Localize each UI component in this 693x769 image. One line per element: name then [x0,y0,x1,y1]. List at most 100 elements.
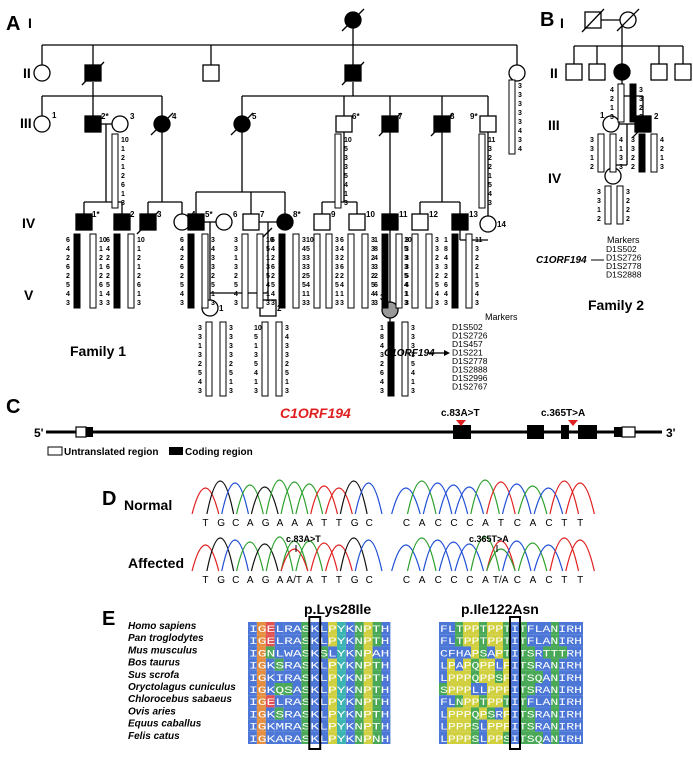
aa-cell-e1-7-6 [301,707,311,720]
allele-iii6-5: 4 [344,182,348,189]
legend-utr-swatch [47,446,63,456]
allele-v1-1: 3 [198,334,202,341]
aa-cell-e1-4-8 [319,670,329,683]
allele-iv5b-6: 1 [211,291,215,298]
allele-iv5-0: 6 [180,237,184,244]
aa-cell-e1-7-11 [345,707,355,720]
allele-iv10-0: 6 [340,237,344,244]
aa-cell-e1-6-4 [283,695,293,708]
allele-iv10-6: 1 [340,291,344,298]
peak-n2-0-0 [391,487,421,515]
allele-iv7b-7: 3 [266,300,270,307]
marker-b-0: D1S502 [606,244,637,254]
peak-n1-5-0 [265,479,294,515]
aa-cell-e1-0-0 [248,622,257,635]
aa-cell-e1-7-8 [319,707,329,720]
aa-cell-e1-7-14 [372,707,382,720]
peak-n2-4-0 [454,486,485,515]
allele-ii5-3: 3 [518,110,522,117]
aa-cell-e1-0-1 [256,622,266,635]
allele-iv9-0: 10 [306,237,314,244]
allele-iv10-2: 2 [340,255,344,262]
normal-label: Normal [124,497,172,513]
allele-iv13-7: 3 [444,300,448,307]
allele-iii2b-2: 1 [660,155,664,162]
aa-cell-e2-5-15 [559,683,567,696]
haplotype-bar-iv11 [381,233,389,309]
species-1: Pan troglodytes [128,633,204,644]
aa-cell-e1-4-3 [274,670,284,683]
allele-iv1b-2: 2 [99,255,103,262]
allele-iv13-6: 4 [444,291,448,298]
base-a2-6: T/A [493,575,509,586]
aa-cell-e1-2-14 [372,646,382,659]
aa-cell-e2-0-10 [519,622,527,635]
aa-cell-e2-9-1 [447,731,455,744]
gene-name-c: C1ORF194 [280,405,351,421]
haplotype-bar-iv10 [347,233,355,309]
allele-iii9-6: 4 [488,191,492,198]
aa-cell-e1-9-10 [337,731,346,744]
haplotype-bar-v2b [275,321,283,397]
allele-iv2-7: 3 [106,300,110,307]
allele-iv5-7: 3 [180,300,184,307]
allele-v2b-3: 3 [285,352,289,359]
aa-cell-e2-1-2 [455,634,463,647]
allele-iv8-5: 5 [271,282,275,289]
aa-cell-e1-9-0 [248,731,257,744]
aa-cell-e2-0-12 [535,622,543,635]
aa-cell-e1-6-8 [319,695,329,708]
marker-a-2: D1S457 [452,339,483,349]
aa-cell-e2-4-10 [519,670,527,683]
base-n1-7: A [306,518,313,529]
aa-cell-e1-9-7 [310,731,320,744]
allele-v1-2: 1 [198,343,202,350]
allele-v1b-6: 1 [229,379,233,386]
allele-iv8-3: 6 [271,264,275,271]
allele-iii2b-3: 3 [660,164,664,171]
aa-cell-e2-9-15 [559,731,567,744]
aa-cell-e2-6-3 [463,695,471,708]
alignment-2: FLTPPTPPTITFLANIRHFLTPPTPPTITFLANIRHCFHA… [439,616,583,750]
allele-iii9-0: 11 [488,137,496,144]
aa-cell-e1-9-11 [345,731,355,744]
id-iv6: 6 [233,210,238,219]
aa-cell-e2-4-1 [447,670,455,683]
aa-cell-e2-2-15 [559,646,567,659]
panel-b-family2-pedigree: B I II III IV [536,8,692,313]
haplotype-bar-iv11b [395,233,403,309]
aa-cell-e2-2-4 [471,646,479,659]
gen-label-i: I [28,15,32,31]
haplotype-bar-v1 [205,321,213,397]
aa-cell-e1-7-7 [310,707,320,720]
allele-iii2b-0: 4 [660,137,664,144]
allele-iv7-0: 3 [234,237,238,244]
allele-ii5-6: 3 [518,137,522,144]
aa-cell-e2-8-0 [439,719,447,732]
allele-iv10b-3: 3 [371,264,375,271]
marker-a-7: D1S2767 [452,382,488,392]
marker-list-a: D1S502D1S2726D1S457D1S221D1S2778D1S2888D… [452,322,488,392]
species-3: Bos taurus [128,658,181,669]
peak-a2-0-0 [391,544,421,572]
highlight-box-e2 [509,616,521,750]
aa-cell-e1-4-12 [354,670,364,683]
allele-iv7b-5: 4 [266,282,270,289]
id-iii6: 6* [352,112,360,121]
allele-iv9-3: 3 [306,264,310,271]
aa-cell-e1-7-13 [363,707,373,720]
haplotype-bar-iv2 [113,233,121,309]
aa-cell-e1-3-14 [372,658,382,671]
allele-iii2-3: 2 [631,164,635,171]
aa-cell-e1-4-11 [345,670,355,683]
legend-utr-label: Untranslated region [64,447,158,458]
aa-cell-e2-6-11 [527,695,535,708]
allele-iii6-0: 10 [344,137,352,144]
base-a2-11: T [577,575,583,586]
aa-cell-e2-5-3 [463,683,471,696]
aa-cell-e1-4-10 [337,670,346,683]
base-n1-2: C [232,518,239,529]
